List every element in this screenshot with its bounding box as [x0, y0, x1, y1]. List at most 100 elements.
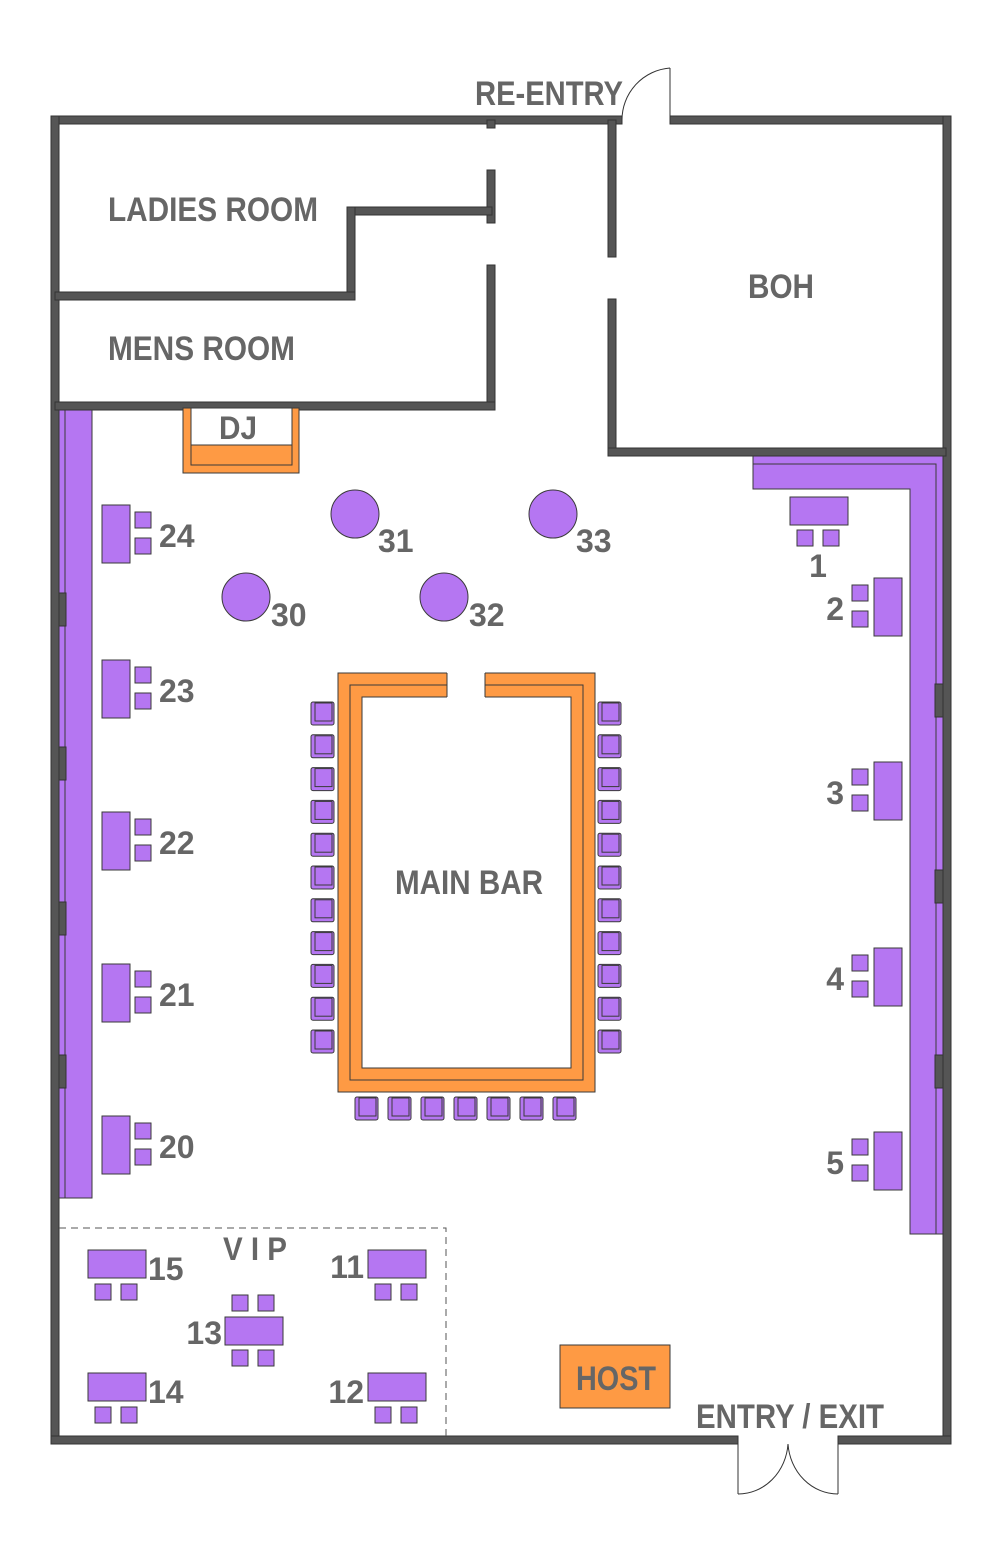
host-label: HOST — [576, 1360, 656, 1398]
table-30[interactable]: 30 — [221, 572, 307, 633]
chair — [134, 511, 152, 529]
chair — [374, 1406, 392, 1424]
chair — [851, 1138, 869, 1156]
bar-stool[interactable] — [597, 799, 622, 824]
chair — [231, 1294, 249, 1312]
bar-stool[interactable] — [597, 865, 622, 890]
bar-stool[interactable] — [310, 898, 335, 923]
table-3[interactable]: 3 — [826, 761, 903, 821]
bar-stools — [310, 701, 622, 1121]
table-number: 20 — [159, 1129, 195, 1165]
entry-exit-doors[interactable] — [737, 1440, 839, 1495]
table-number: 30 — [271, 597, 307, 633]
bar-stool[interactable] — [519, 1096, 544, 1121]
bar-stool[interactable] — [310, 701, 335, 726]
re-entry-door[interactable] — [621, 67, 671, 121]
table-number: 21 — [159, 977, 195, 1013]
bar-stool[interactable] — [310, 832, 335, 857]
table-33[interactable]: 33 — [528, 489, 612, 559]
chair — [851, 584, 869, 602]
bar-stool[interactable] — [310, 963, 335, 988]
re-entry-label: RE-ENTRY — [475, 75, 623, 113]
chair — [94, 1283, 112, 1301]
host-stand[interactable] — [559, 1344, 671, 1409]
table-number: 23 — [159, 673, 195, 709]
table-1[interactable]: 1 — [789, 496, 849, 584]
chair — [120, 1283, 138, 1301]
chair — [851, 610, 869, 628]
table-23[interactable]: 23 — [101, 659, 195, 719]
table-number: 15 — [148, 1251, 184, 1287]
bar-stool[interactable] — [420, 1096, 445, 1121]
main-bar — [337, 670, 596, 1093]
table-number: 24 — [159, 518, 195, 554]
dj-booth — [182, 407, 300, 474]
table-number: 22 — [159, 825, 195, 861]
vip-boundary — [59, 1227, 447, 1436]
chair — [257, 1349, 275, 1367]
table-number: 14 — [148, 1374, 184, 1410]
table-21[interactable]: 21 — [101, 963, 195, 1023]
chair — [134, 844, 152, 862]
bar-stool[interactable] — [597, 963, 622, 988]
bar-stool[interactable] — [597, 767, 622, 792]
table-15[interactable]: 15 — [87, 1249, 184, 1301]
bar-stool[interactable] — [597, 996, 622, 1021]
dj-label: DJ — [219, 410, 257, 446]
bar-stool[interactable] — [310, 865, 335, 890]
chair — [851, 768, 869, 786]
bar-stool[interactable] — [310, 931, 335, 956]
chair — [134, 666, 152, 684]
table-32[interactable]: 32 — [419, 572, 505, 633]
bar-stool[interactable] — [310, 734, 335, 759]
chair — [796, 529, 814, 547]
chair — [134, 1122, 152, 1140]
table-11[interactable]: 11 — [330, 1249, 427, 1301]
table-13[interactable]: 13 — [186, 1294, 284, 1367]
table-number: 2 — [826, 591, 844, 627]
bar-stool[interactable] — [552, 1096, 577, 1121]
table-5[interactable]: 5 — [826, 1131, 903, 1191]
bar-stool[interactable] — [453, 1096, 478, 1121]
bar-stool[interactable] — [597, 832, 622, 857]
chair — [257, 1294, 275, 1312]
table-12[interactable]: 12 — [328, 1372, 427, 1424]
bar-stool[interactable] — [597, 701, 622, 726]
bar-stool[interactable] — [597, 898, 622, 923]
table-14[interactable]: 14 — [87, 1372, 184, 1424]
bar-stool[interactable] — [486, 1096, 511, 1121]
table-number: 31 — [378, 523, 414, 559]
right-bench — [752, 455, 945, 1235]
chair — [134, 996, 152, 1014]
table-22[interactable]: 22 — [101, 811, 195, 871]
bar-stool[interactable] — [597, 931, 622, 956]
boh-label: BOH — [748, 268, 814, 306]
chair — [822, 529, 840, 547]
bar-stool[interactable] — [310, 799, 335, 824]
bar-stool[interactable] — [597, 734, 622, 759]
vip-label: V I P — [223, 1231, 287, 1267]
table-number: 1 — [809, 548, 827, 584]
bar-stool[interactable] — [387, 1096, 412, 1121]
table-number: 4 — [826, 961, 844, 997]
table-2[interactable]: 2 — [826, 577, 903, 637]
table-4[interactable]: 4 — [826, 947, 903, 1007]
left-bench — [56, 409, 93, 1199]
chair — [134, 537, 152, 555]
bar-stool[interactable] — [310, 996, 335, 1021]
table-24[interactable]: 24 — [101, 504, 195, 564]
bar-stool[interactable] — [597, 1029, 622, 1054]
mens-room-label: MENS ROOM — [108, 330, 295, 368]
chair — [120, 1406, 138, 1424]
table-number: 32 — [469, 597, 505, 633]
table-20[interactable]: 20 — [101, 1115, 195, 1175]
chair — [400, 1283, 418, 1301]
bar-stool[interactable] — [310, 1029, 335, 1054]
table-number: 13 — [186, 1315, 222, 1351]
table-31[interactable]: 31 — [330, 489, 414, 559]
bar-stool[interactable] — [310, 767, 335, 792]
table-number: 12 — [328, 1374, 364, 1410]
bar-stool[interactable] — [354, 1096, 379, 1121]
